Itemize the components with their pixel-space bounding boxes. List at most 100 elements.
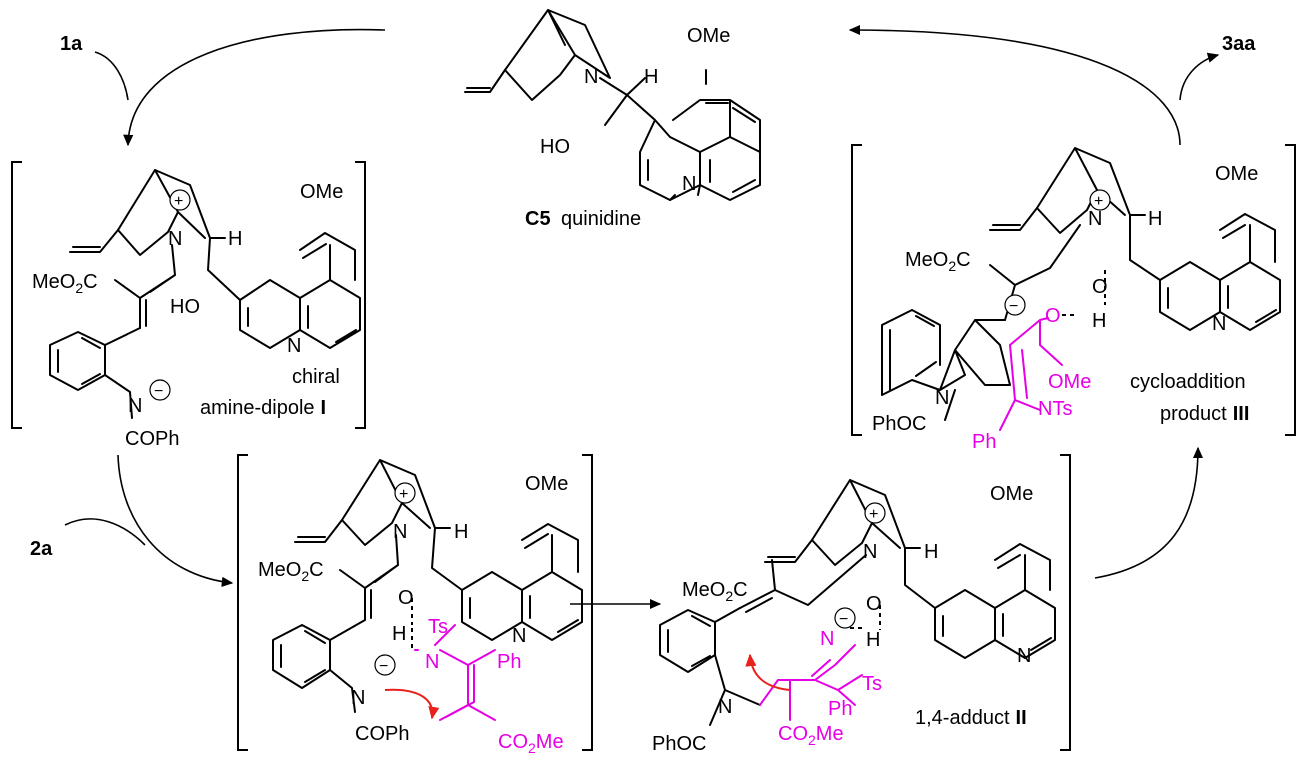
- II-me: Me: [816, 723, 844, 745]
- II-h: H: [924, 541, 938, 563]
- II-plus: +: [869, 506, 878, 523]
- c5-h: H: [644, 66, 658, 88]
- arrow-2a-in: [64, 518, 146, 546]
- I-amide-n: N: [128, 395, 142, 417]
- III-numeral: III: [1233, 403, 1250, 425]
- Ib-substrate-2a: [411, 624, 496, 721]
- c5-ome: OMe: [687, 25, 730, 47]
- III-h2: H: [1092, 310, 1106, 332]
- reagent-2a-label: 2a: [30, 538, 53, 560]
- Ib-ome: OMe: [525, 473, 568, 495]
- Ib-cophe: COPh: [355, 723, 409, 745]
- catalyst-label: C5 quinidine: [525, 208, 641, 230]
- II-substrate-fragment: [759, 627, 863, 721]
- III-n: N: [1088, 208, 1102, 230]
- bracket-I-right: [355, 161, 366, 429]
- Ib-me: Me: [536, 731, 564, 753]
- III-quinoline-n: N: [1212, 313, 1226, 335]
- bracket-III-left: [851, 144, 862, 436]
- intermediate-Ib: [237, 454, 593, 751]
- Ib-sub2: 2: [301, 568, 309, 584]
- III-ome: OMe: [1215, 163, 1258, 185]
- III-meo: MeO: [905, 249, 948, 271]
- cycle-arrows: [64, 24, 1220, 610]
- II-o: O: [866, 593, 882, 615]
- I-ome: OMe: [300, 181, 343, 203]
- III-label-line1: cycloaddition: [1130, 371, 1246, 393]
- Ib-minus: −: [379, 658, 388, 675]
- II-ts: Ts: [862, 673, 882, 695]
- Ib-ph: Ph: [497, 651, 521, 673]
- intermediate-I: [11, 161, 366, 429]
- I-h: H: [228, 228, 242, 250]
- I-label-line1: chiral: [292, 366, 340, 388]
- I-n: N: [168, 228, 182, 250]
- II-quinoline-n: N: [1017, 645, 1031, 667]
- product-3aa-label: 3aa: [1222, 33, 1256, 55]
- II-sub2: 2: [725, 588, 733, 604]
- III-sub2: 2: [948, 258, 956, 274]
- catalyst-quinidine-structure: [464, 9, 761, 201]
- Ib-plus: +: [399, 486, 408, 503]
- I-c: C: [83, 271, 97, 293]
- II-minus: −: [839, 611, 848, 628]
- I-meo: MeO: [32, 271, 75, 293]
- II-red-arrow: [745, 653, 791, 691]
- catalyst-code: C5: [525, 208, 551, 230]
- II-ph: Ph: [828, 698, 852, 720]
- III-carbonyl-o: O: [1045, 305, 1061, 327]
- II-numeral: II: [1016, 707, 1027, 729]
- arrow-I-to-Ib: [117, 454, 234, 587]
- III-minus: −: [1009, 298, 1018, 315]
- bracket-I-left: [11, 161, 22, 429]
- II-n: N: [863, 541, 877, 563]
- II-c: C: [733, 579, 747, 601]
- Ib-co: CO: [498, 731, 528, 753]
- Ib-c: C: [309, 559, 323, 581]
- III-substrate-fragment: [999, 314, 1078, 431]
- III-phoc: PhOC: [872, 413, 926, 435]
- bracket-Ib-right: [582, 454, 593, 751]
- III-label-line2: product III: [1160, 403, 1249, 425]
- Ib-amide-n: N: [351, 687, 365, 709]
- arrow-III-to-catalyst: [848, 24, 1181, 146]
- III-plus: +: [1094, 193, 1103, 210]
- II-amide-n: N: [718, 696, 732, 718]
- Ib-imine-n: N: [425, 651, 439, 673]
- c5-quinoline-n: N: [682, 173, 696, 195]
- II-ome: OMe: [990, 483, 1033, 505]
- II-label-text: 1,4-adduct: [915, 707, 1010, 729]
- intermediate-II: [659, 454, 1071, 751]
- III-h: H: [1148, 208, 1162, 230]
- II-ts-n: N: [820, 628, 834, 650]
- II-co2me: CO2Me: [778, 723, 844, 748]
- arrow-1a-in: [94, 51, 129, 101]
- Ib-h: H: [454, 521, 468, 543]
- Ib-red-arrow: [384, 688, 440, 720]
- reagent-1a-label: 1a: [60, 33, 83, 55]
- III-ph: Ph: [972, 431, 996, 453]
- c5-n: N: [584, 66, 598, 88]
- arrow-3aa-out: [1179, 52, 1220, 101]
- catalyst-name: quinidine: [561, 208, 641, 230]
- Ib-ts: Ts: [428, 616, 448, 638]
- II-meo: MeO: [682, 579, 725, 601]
- II-phoc: PhOC: [652, 733, 706, 755]
- Ib-co2me: CO2Me: [498, 731, 564, 756]
- Ib-n: N: [393, 521, 407, 543]
- I-ho: HO: [170, 296, 200, 318]
- III-ome-ester: OMe: [1048, 371, 1091, 393]
- bracket-II-right: [1060, 454, 1071, 751]
- III-c: C: [956, 249, 970, 271]
- I-meo2c: MeO2C: [32, 271, 98, 296]
- arrow-II-to-III: [1094, 446, 1204, 579]
- Ib-quinoline-n: N: [512, 625, 526, 647]
- II-label: 1,4-adduct II: [915, 707, 1027, 729]
- III-meo2c: MeO2C: [905, 249, 971, 274]
- III-label-text: product: [1160, 403, 1227, 425]
- Ib-meo: MeO: [258, 559, 301, 581]
- I-numeral: I: [321, 397, 327, 419]
- II-meo2c: MeO2C: [682, 579, 748, 604]
